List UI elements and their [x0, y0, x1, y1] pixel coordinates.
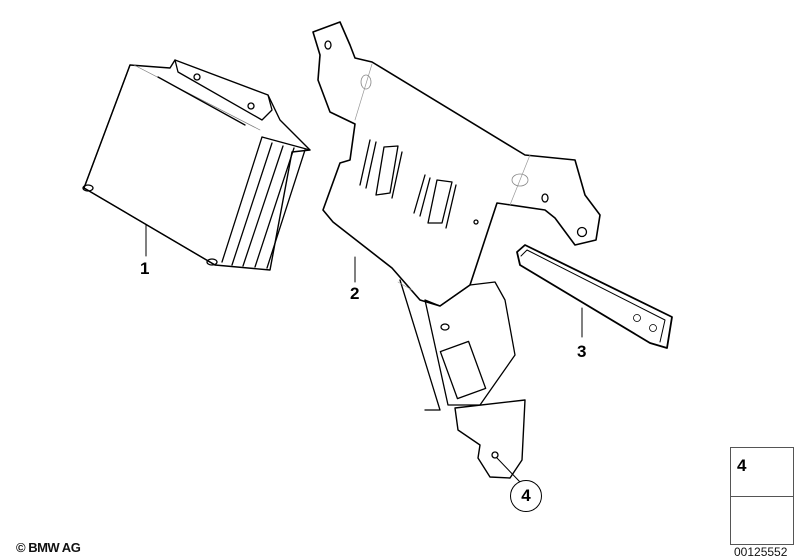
callout-2: 2: [350, 284, 360, 303]
callout-1: 1: [140, 259, 150, 278]
callout-4-circled: 4: [510, 480, 542, 512]
callout-3: 3: [577, 342, 587, 361]
copyright: © BMW AG: [16, 540, 81, 555]
mounting-bracket-drawing: [312, 21, 601, 483]
legend-row-bolt: 4: [731, 448, 793, 497]
image-id: 00125552: [734, 545, 788, 559]
strap-drawing: [516, 244, 673, 349]
callout-4-number: 4: [521, 486, 531, 505]
legend-item-number: 4: [737, 456, 747, 475]
control-unit-drawing: [82, 59, 311, 271]
legend-box: 4: [730, 447, 794, 545]
